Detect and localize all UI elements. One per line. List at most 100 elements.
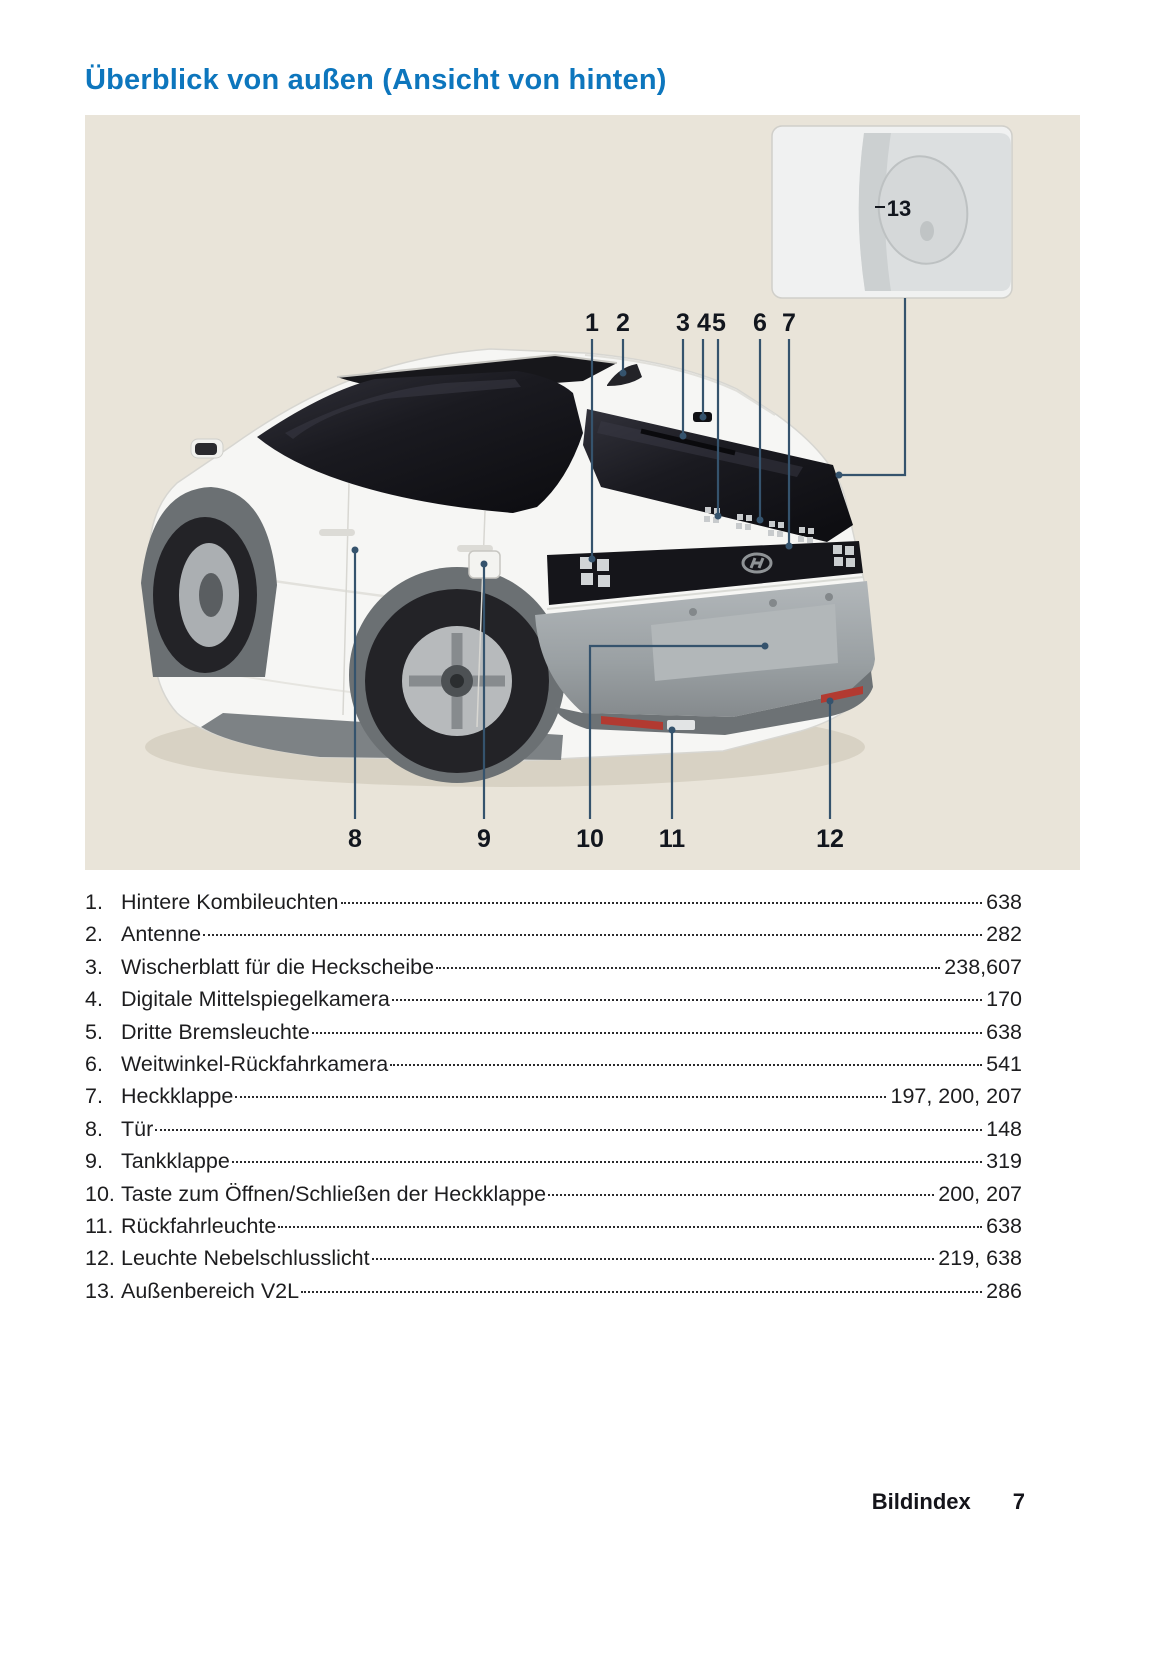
- car-rear-three-quarter: [141, 348, 875, 787]
- index-item-pages: 638: [986, 1214, 1022, 1239]
- dot-leader: [311, 1031, 983, 1034]
- index-item-pages: 219, 638: [938, 1246, 1022, 1271]
- callout-3: 3: [676, 309, 690, 337]
- callout-8: 8: [348, 825, 362, 853]
- index-item-number: 10.: [85, 1181, 115, 1206]
- index-item-number: 7.: [85, 1084, 103, 1109]
- index-item-pages: 541: [986, 1052, 1022, 1077]
- dot-leader: [391, 999, 983, 1002]
- index-item-pages: 200, 207: [938, 1181, 1022, 1206]
- callout-1: 1: [585, 309, 599, 337]
- callout-12: 12: [816, 825, 844, 853]
- index-item-number: 5.: [85, 1019, 103, 1044]
- index-item-label: Tür: [121, 1116, 154, 1141]
- index-item-label: Tankklappe: [121, 1149, 230, 1174]
- index-item: 6. Weitwinkel-Rückfahrkamera 541: [85, 1048, 1022, 1080]
- v2l-outlet-cover: [877, 155, 969, 265]
- index-item: 9. Tankklappe 319: [85, 1145, 1022, 1177]
- v2l-inset: 13: [771, 125, 1013, 299]
- index-item: 4. Digitale Mittelspiegelkamera 170: [85, 983, 1022, 1015]
- callout-9: 9: [477, 825, 491, 853]
- dot-leader: [301, 1290, 983, 1293]
- index-item: 7. Heckklappe 197, 200, 207: [85, 1080, 1022, 1112]
- index-item: 1. Hintere Kombileuchten 638: [85, 886, 1022, 918]
- rear-wiper: [640, 428, 736, 456]
- door-handle: [319, 529, 355, 536]
- pixel-lamp-clusters: [704, 507, 814, 543]
- index-item-pages: 170: [986, 987, 1022, 1012]
- index-item-number: 13.: [85, 1278, 115, 1303]
- brand-logo: [741, 552, 773, 574]
- dot-leader: [203, 934, 983, 937]
- index-item-number: 11.: [85, 1214, 114, 1239]
- index-item: 10.Taste zum Öffnen/Schließen der Heckkl…: [85, 1178, 1022, 1210]
- callout-11: 11: [659, 825, 686, 853]
- dot-leader: [278, 1226, 983, 1229]
- callout-6: 6: [753, 309, 767, 337]
- rear-combination-lamp: [580, 557, 610, 587]
- index-item-label: Weitwinkel-Rückfahrkamera: [121, 1052, 389, 1077]
- dot-leader: [231, 1161, 983, 1164]
- index-item-number: 12.: [85, 1246, 115, 1271]
- callout-10: 10: [576, 825, 604, 853]
- license-recess: [651, 604, 838, 681]
- taillight-band: [547, 541, 863, 605]
- dot-leader: [548, 1193, 935, 1196]
- footer-section-label: Bildindex: [871, 1489, 971, 1514]
- exterior-rear-figure: 13: [85, 115, 1080, 870]
- index-item-label: Antenne: [121, 922, 202, 947]
- index-item: 5. Dritte Bremsleuchte 638: [85, 1016, 1022, 1048]
- index-item-number: 2.: [85, 922, 103, 947]
- index-item: 3. Wischerblatt für die Heckscheibe 238,60…: [85, 951, 1022, 983]
- callout-5: 5: [712, 309, 726, 337]
- index-item-pages: 638: [986, 890, 1022, 914]
- side-mirror: [190, 438, 224, 459]
- index-item-number: 1.: [85, 890, 103, 914]
- dot-leader: [235, 1096, 887, 1099]
- index-item-label: Heckklappe: [121, 1084, 234, 1109]
- page-title: Überblick von außen (Ansicht von hinten): [85, 64, 667, 96]
- index-item-label: Hintere Kombileuchten: [121, 890, 339, 914]
- index-item-number: 6.: [85, 1052, 103, 1077]
- index-item-pages: 197, 200, 207: [890, 1084, 1022, 1109]
- index-item-number: 4.: [85, 987, 103, 1012]
- page-footer: Bildindex 7: [872, 1489, 1025, 1515]
- index-item: 11. Rückfahrleuchte 638: [85, 1210, 1022, 1242]
- index-item-label: Taste zum Öffnen/Schließen der Heckklapp…: [121, 1181, 547, 1206]
- dot-leader: [436, 966, 941, 969]
- index-item-number: 9.: [85, 1149, 103, 1174]
- index-item-pages: 238,607: [944, 954, 1022, 979]
- dot-leader: [371, 1258, 935, 1261]
- index-item-number: 8.: [85, 1116, 103, 1141]
- index-item: 8. Tür 148: [85, 1113, 1022, 1145]
- index-item-number: 3.: [85, 954, 103, 979]
- side-glass: [257, 371, 583, 513]
- callout-7: 7: [782, 309, 796, 337]
- callout-13: 13: [887, 196, 911, 221]
- callout-numbers: 1 2 3 4 5 6 7 8 9 10 11 12: [348, 309, 844, 853]
- index-item-label: Wischerblatt für die Heckscheibe: [121, 954, 435, 979]
- dot-leader: [155, 1128, 983, 1131]
- index-item: 12.Leuchte Nebelschlusslicht 219, 638: [85, 1242, 1022, 1274]
- index-item-pages: 638: [986, 1019, 1022, 1044]
- index-item: 2. Antenne 282: [85, 918, 1022, 950]
- index-item-pages: 286: [986, 1278, 1022, 1303]
- bumper-lower: [555, 671, 873, 735]
- callout-2: 2: [616, 309, 630, 337]
- index-item-pages: 282: [986, 922, 1022, 947]
- rear-wheel: [365, 589, 549, 773]
- index-item-pages: 319: [986, 1149, 1022, 1174]
- callout-4: 4: [697, 309, 711, 337]
- index-item-label: Rückfahrleuchte: [121, 1214, 277, 1239]
- vehicle-illustration: 13: [141, 125, 1013, 853]
- index-item-pages: 148: [986, 1116, 1022, 1141]
- dot-leader: [340, 902, 983, 904]
- index-item-label: Digitale Mittelspiegelkamera: [121, 987, 390, 1012]
- index-item-label: Dritte Bremsleuchte: [121, 1019, 310, 1044]
- leader-lines: [353, 298, 907, 819]
- index-item-label: Leuchte Nebelschlusslicht: [121, 1246, 370, 1271]
- dot-leader: [390, 1064, 983, 1067]
